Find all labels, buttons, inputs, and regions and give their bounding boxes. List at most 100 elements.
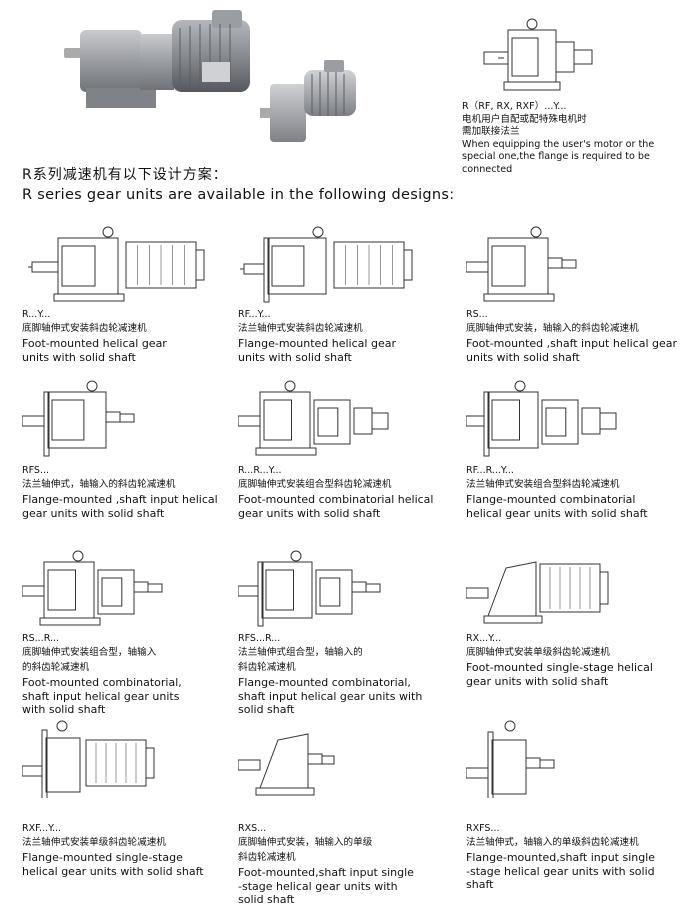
- gear-unit-drawing: [238, 380, 389, 456]
- gear-unit-drawing: [28, 226, 205, 302]
- gear-unit-drawing: [22, 720, 155, 798]
- design-desc-en: helical gear units with solid shaft: [466, 506, 648, 520]
- design-item: R...Y... 底脚轴伸式安装斜齿轮减速机 Foot-mounted helica…: [22, 224, 237, 364]
- design-desc-en: gear units with solid shaft: [466, 674, 609, 688]
- design-item: R...R...Y... 底脚轴伸式安装组合型斜齿轮减速机 Foot-mounted…: [238, 378, 453, 520]
- gear-unit-drawing-note: [483, 18, 593, 91]
- design-desc-en: gear units with solid shaft: [238, 506, 381, 520]
- heading-cn: R系列减速机有以下设计方案：: [22, 167, 228, 183]
- design-desc-cn: 底脚轴伸式安装斜齿轮减速机: [22, 323, 147, 334]
- note-code: R（RF, RX, RXF）...Y...: [462, 101, 567, 112]
- design-desc-en: Flange-mounted,shaft input single: [466, 851, 656, 864]
- gear-unit-drawing: [22, 550, 163, 626]
- gear-unit-drawing: [22, 380, 135, 457]
- design-desc-en: units with solid shaft: [466, 350, 580, 364]
- design-item: RFS...R... 法兰轴伸式组合型，轴输入的斜齿轮减速机 Flange-moun…: [238, 548, 453, 716]
- design-desc-cn: 斜齿轮减速机: [238, 852, 296, 863]
- design-desc-cn: 底脚轴伸式安装组合型，轴输入: [22, 647, 157, 658]
- design-desc-en: shaft: [466, 878, 494, 891]
- design-item: RS... 底脚轴伸式安装，轴输入的斜齿轮减速机 Foot-mounted ,sha…: [466, 224, 680, 364]
- design-desc-en: -stage helical gear units with: [238, 879, 398, 893]
- design-desc-en: Foot-mounted helical gear: [22, 337, 167, 350]
- design-desc-en: solid shaft: [238, 703, 295, 716]
- design-item: RS...R... 底脚轴伸式安装组合型，轴输入的斜齿轮减速机 Foot-mount…: [22, 548, 237, 716]
- design-item: RXS... 底脚轴伸式安装，轴输入的单级斜齿轮减速机 Foot-mounted,s…: [238, 718, 453, 906]
- design-item: RF...R...Y... 法兰轴伸式安装组合型斜齿轮减速机 Flange-moun…: [466, 378, 680, 520]
- design-desc-cn: 的斜齿轮减速机: [22, 662, 90, 673]
- design-desc-en: units with solid shaft: [238, 350, 352, 364]
- design-desc-en: Flange-mounted single-stage: [22, 851, 183, 864]
- gear-motor-photo-small: [260, 60, 356, 142]
- design-desc-en: gear units with solid shaft: [22, 506, 165, 520]
- design-desc-cn: 底脚轴伸式安装，轴输入的单级: [238, 837, 373, 848]
- design-desc-cn: 斜齿轮减速机: [238, 662, 296, 673]
- design-desc-en: Foot-mounted ,shaft input helical gear: [466, 337, 678, 350]
- design-desc-en: Flange-mounted ,shaft input helical: [22, 493, 218, 506]
- design-item: RF...Y... 法兰轴伸式安装斜齿轮减速机 Flange-mounted hel…: [238, 224, 453, 364]
- design-desc-cn: 底脚轴伸式安装组合型斜齿轮减速机: [238, 479, 392, 490]
- design-desc-en: with solid shaft: [22, 703, 106, 716]
- design-desc-en: helical gear units with solid shaft: [22, 864, 204, 878]
- design-desc-en: -stage helical gear units with solid: [466, 864, 655, 878]
- design-desc-en: Foot-mounted,shaft input single: [238, 866, 414, 879]
- design-desc-cn: 法兰轴伸式安装斜齿轮减速机: [238, 323, 363, 334]
- design-desc-en: solid shaft: [238, 893, 295, 906]
- design-caption: RS...R... 底脚轴伸式安装组合型，轴输入的斜齿轮减速机 Foot-mount…: [22, 632, 182, 717]
- note-cn-line: 需加联接法兰: [462, 126, 520, 138]
- design-code: R...Y...: [22, 309, 51, 320]
- design-desc-cn: 法兰轴伸式安装单级斜齿轮减速机: [22, 837, 166, 848]
- design-desc-en: shaft input helical gear units: [22, 689, 180, 703]
- gear-motor-photo-large: [64, 10, 250, 108]
- design-caption: RFS...R... 法兰轴伸式组合型，轴输入的斜齿轮减速机 Flange-moun…: [238, 632, 422, 717]
- design-code: RF...Y...: [238, 309, 271, 320]
- note-en-line: special one,the flange is required to be: [462, 151, 650, 163]
- design-caption: RS... 底脚轴伸式安装，轴输入的斜齿轮减速机 Foot-mounted ,sha…: [466, 308, 677, 364]
- design-desc-cn: 法兰轴伸式安装组合型斜齿轮减速机: [466, 479, 620, 490]
- design-desc-en: Foot-mounted combinatorial helical: [238, 493, 434, 506]
- design-caption: RF...Y... 法兰轴伸式安装斜齿轮减速机 Flange-mounted hel…: [238, 308, 396, 364]
- gear-unit-drawing: [238, 733, 335, 796]
- motor-flange-note: R（RF, RX, RXF）...Y... 电机用户自配或配特殊电机时 需加联接…: [462, 101, 677, 177]
- design-code: RF...R...Y...: [466, 465, 514, 476]
- design-caption: RXS... 底脚轴伸式安装，轴输入的单级斜齿轮减速机 Foot-mounted,s…: [238, 822, 414, 907]
- design-caption: R...Y... 底脚轴伸式安装斜齿轮减速机 Foot-mounted helica…: [22, 308, 167, 364]
- design-code: RXS...: [238, 823, 267, 834]
- design-desc-cn: 法兰轴伸式组合型，轴输入的: [238, 647, 363, 658]
- gear-unit-drawing: [466, 226, 577, 302]
- design-caption: RX...Y... 底脚轴伸式安装单级斜齿轮减速机 Foot-mounted sin…: [466, 632, 653, 688]
- gear-unit-drawing: [238, 550, 381, 627]
- design-desc-cn: 底脚轴伸式安装，轴输入的斜齿轮减速机: [466, 323, 639, 334]
- design-desc-cn: 法兰轴伸式，轴输入的单级斜齿轮减速机: [466, 837, 639, 848]
- note-cn-line: 电机用户自配或配特殊电机时: [462, 113, 587, 125]
- design-desc-en: Foot-mounted single-stage helical: [466, 661, 653, 674]
- gear-unit-drawing: [240, 226, 413, 303]
- design-desc-en: Foot-mounted combinatorial,: [22, 676, 182, 689]
- note-en-line: When equipping the user's motor or the: [462, 138, 655, 150]
- design-desc-cn: 底脚轴伸式安装单级斜齿轮减速机: [466, 647, 610, 658]
- design-caption: RF...R...Y... 法兰轴伸式安装组合型斜齿轮减速机 Flange-moun…: [466, 464, 648, 520]
- design-code: RFS...R...: [238, 633, 281, 644]
- design-code: RX...Y...: [466, 633, 502, 644]
- note-en-line: connected: [462, 163, 513, 175]
- design-code: RS...: [466, 309, 488, 320]
- design-code: RS...R...: [22, 633, 60, 644]
- design-code: RFS...: [22, 465, 49, 476]
- gear-unit-drawing: [466, 380, 617, 457]
- design-desc-en: Flange-mounted combinatorial: [466, 493, 636, 506]
- design-caption: R...R...Y... 底脚轴伸式安装组合型斜齿轮减速机 Foot-mounted…: [238, 464, 433, 520]
- design-desc-en: Flange-mounted combinatorial,: [238, 676, 411, 689]
- heading-en: R series gear units are available in the…: [22, 187, 455, 203]
- gear-unit-drawing: [466, 720, 555, 798]
- design-desc-en: shaft input helical gear units with: [238, 689, 423, 703]
- gear-unit-drawing: [466, 561, 609, 624]
- design-code: R...R...Y...: [238, 465, 282, 476]
- design-desc-en: units with solid shaft: [22, 350, 136, 364]
- design-item: RX...Y... 底脚轴伸式安装单级斜齿轮减速机 Foot-mounted sin…: [466, 548, 680, 688]
- design-desc-en: Flange-mounted helical gear: [238, 337, 396, 350]
